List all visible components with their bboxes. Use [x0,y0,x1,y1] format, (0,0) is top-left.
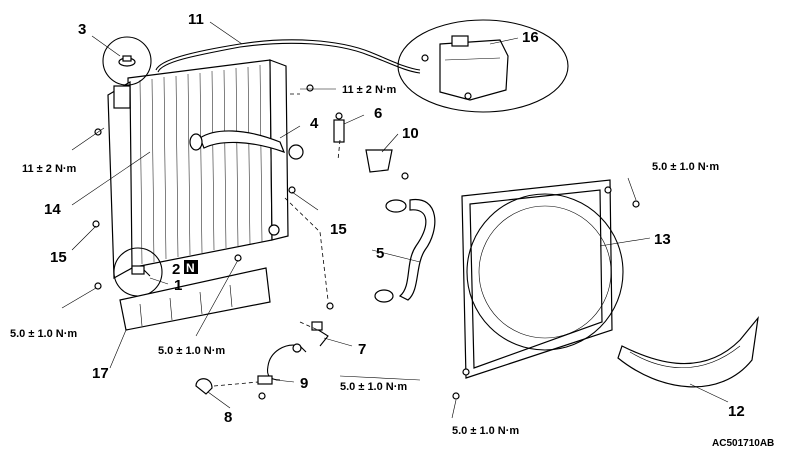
reserve-tank-circle [397,19,569,113]
radiator-cap [102,36,152,86]
callout-6: 6 [374,105,382,122]
torque-spec-shroud-bottom: 5.0 ± 1.0 N·m [452,425,519,437]
drain-plug [131,265,151,277]
callout-1: 1 [174,277,182,294]
radiator-core-fins [139,64,263,265]
callout-2: 2 [172,261,180,278]
torque-spec-upper-left: 11 ± 2 N·m [22,163,77,175]
torque-spec-shroud-top: 5.0 ± 1.0 N·m [652,161,719,173]
reserve-tank [421,35,509,101]
leader-lines [61,21,729,419]
fan-shroud-lower [617,315,759,388]
upper-radiator-hose [189,130,304,160]
bolts [92,84,640,400]
callout-12: 12 [728,403,745,420]
callout-11: 11 [188,11,204,28]
hose-clip [195,378,266,400]
callout-15-left: 15 [50,249,67,266]
callout-9: 9 [300,375,308,392]
fan-shroud [461,179,624,379]
torque-spec-oil-hose: 5.0 ± 1.0 N·m [340,381,407,393]
callout-16: 16 [522,29,539,46]
hose-bracket [333,112,345,143]
torque-spec-lower-left: 5.0 ± 1.0 N·m [10,328,77,340]
callout-15-right: 15 [330,221,347,238]
callout-17: 17 [92,365,109,382]
lower-radiator-hose [374,199,436,303]
torque-spec-upper-right: 11 ± 2 N·m [342,84,397,96]
hose-clamp-bracket [365,149,409,180]
callout-7: 7 [358,341,366,358]
new-part-marker: N [186,261,195,275]
callout-8: 8 [224,409,232,426]
radiator-lower-cover [119,267,271,331]
radiator-assembly [107,59,289,280]
callout-3: 3 [78,21,86,38]
callout-10: 10 [402,125,419,142]
callout-5: 5 [376,245,384,262]
torque-spec-cover: 5.0 ± 1.0 N·m [158,345,225,357]
overflow-hose [155,39,421,71]
callout-4: 4 [310,115,319,132]
new-part-marker-box [184,260,198,274]
figure-code: AC501710AB [712,438,774,449]
callout-14: 14 [44,201,61,218]
dashed-guides [213,93,341,387]
callout-13: 13 [654,231,671,248]
oil-cooler-hose [257,321,329,385]
